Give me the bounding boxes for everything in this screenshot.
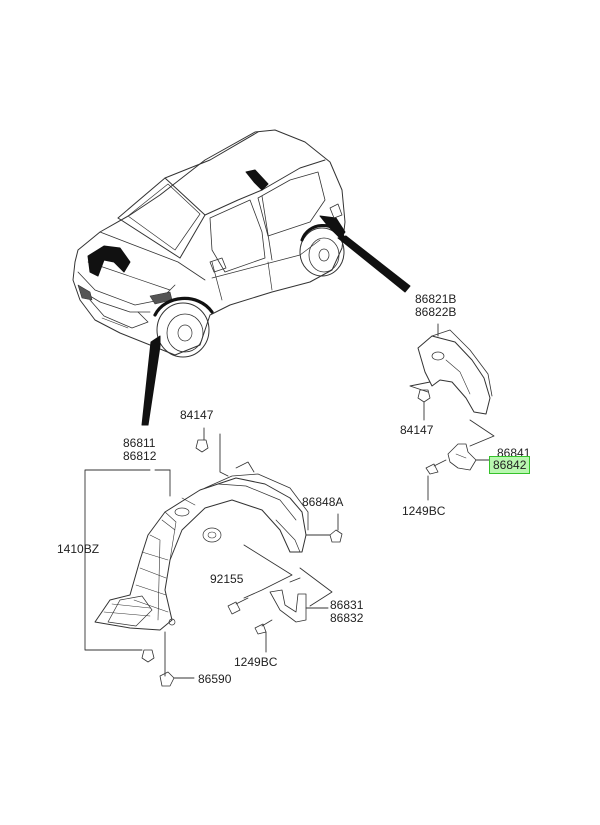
leader-front [141, 335, 161, 426]
label-84147-right[interactable]: 84147 [400, 423, 434, 437]
label-86831[interactable]: 86831 [330, 598, 364, 612]
label-86811[interactable]: 86811 [123, 436, 156, 450]
label-86822B[interactable]: 86822B [415, 305, 457, 319]
label-92155[interactable]: 92155 [210, 572, 244, 586]
front-leader-lines [84, 427, 339, 679]
label-1249BC-left[interactable]: 1249BC [234, 655, 278, 669]
label-86848A[interactable]: 86848A [302, 495, 344, 509]
label-1249BC-right[interactable]: 1249BC [402, 504, 446, 518]
label-86842[interactable]: 86842 [489, 456, 531, 474]
leader-rear [337, 235, 411, 293]
rear-leader-lines [409, 323, 495, 501]
car-illustration [72, 129, 346, 358]
label-1410BZ[interactable]: 1410BZ [57, 542, 100, 556]
rear-wheel-guard [417, 329, 493, 475]
label-86832[interactable]: 86832 [330, 611, 364, 625]
front-small-parts [141, 439, 343, 687]
label-86821B[interactable]: 86821B [415, 292, 457, 306]
label-86590[interactable]: 86590 [198, 672, 232, 686]
label-84147-left[interactable]: 84147 [180, 408, 214, 422]
label-86812[interactable]: 86812 [123, 449, 157, 463]
front-wheel-guard [94, 461, 309, 631]
